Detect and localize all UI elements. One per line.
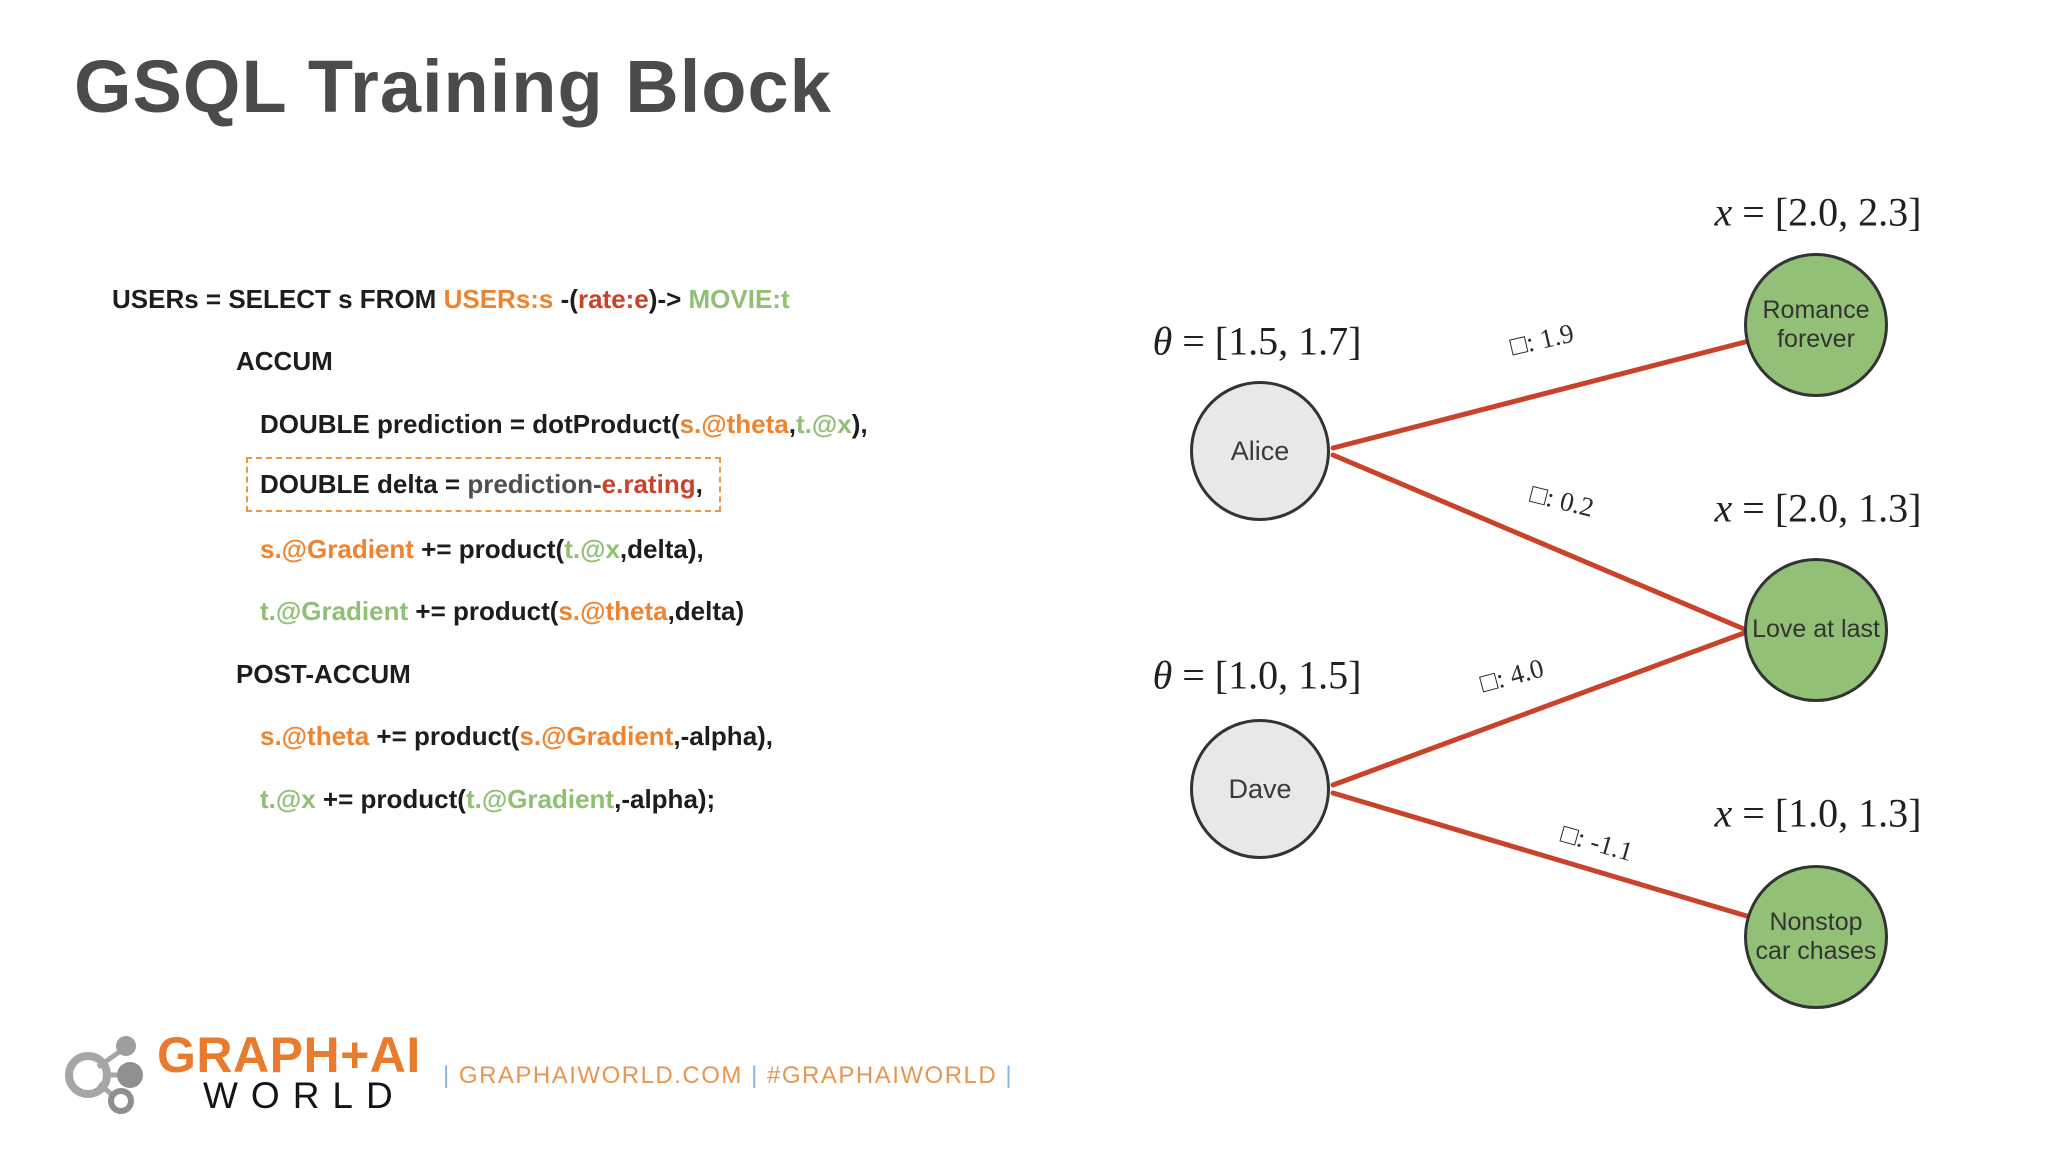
code-token: t.@Gradient [260, 596, 409, 626]
param-value: = [1.0, 1.3] [1742, 790, 1922, 836]
code-line-7: s.@theta += product(s.@Gradient,-alpha), [260, 721, 773, 752]
param-value: = [1.0, 1.5] [1182, 652, 1362, 698]
code-token: s.@theta [558, 596, 668, 626]
delta-highlight-box: DOUBLE delta = prediction-e.rating, [246, 457, 721, 512]
param-variable: θ [1152, 318, 1173, 364]
code-token: t.@Gradient [465, 784, 615, 814]
footer-pipe: | [443, 1062, 459, 1089]
code-token: += product( [408, 596, 559, 626]
code-token: )-> [648, 284, 689, 314]
logo-world-text: WORLD [203, 1075, 406, 1116]
footer-pipe: | [742, 1062, 767, 1089]
edge-rating-label-3: □: -1.1 [1557, 817, 1637, 868]
code-token: , [695, 469, 703, 499]
code-token: , [788, 409, 796, 439]
param-variable: x [1714, 790, 1733, 836]
code-token: ,delta) [667, 596, 745, 626]
code-token: DOUBLE delta = [260, 469, 468, 499]
edge-rating-label-2: □: 4.0 [1476, 652, 1547, 699]
code-token: ,-alpha), [673, 721, 774, 751]
param-variable: x [1714, 485, 1733, 531]
code-line-4: s.@Gradient += product(t.@x,delta), [260, 534, 704, 565]
param-value: = [2.0, 2.3] [1742, 189, 1922, 235]
param-label-romance-forever: x = [2.0, 2.3] [1715, 189, 1922, 236]
footer-pipe: | [997, 1062, 1014, 1089]
code-token: s.@Gradient [260, 534, 414, 564]
logo-graph-ai-text: GRAPH+AI [157, 1027, 421, 1083]
node-dave: Dave [1190, 719, 1330, 859]
code-token: ACCUM [236, 346, 333, 376]
code-line-6: POST-ACCUM [236, 659, 411, 690]
code-token: += product( [369, 721, 520, 751]
footer-link: GRAPHAIWORLD.COM [458, 1062, 743, 1089]
code-token: t.@x [796, 409, 852, 439]
param-variable: x [1714, 189, 1733, 235]
code-token: s.@theta [260, 721, 370, 751]
node-label: Love at last [1752, 615, 1880, 644]
node-nonstop-car-chases: Nonstop car chases [1744, 865, 1888, 1009]
code-token: ,-alpha); [614, 784, 716, 814]
node-love-at-last: Love at last [1744, 558, 1888, 702]
code-line-1: ACCUM [236, 346, 333, 377]
node-label: Alice [1230, 435, 1290, 466]
node-label: Romance forever [1762, 295, 1870, 354]
code-token: e.rating [601, 469, 696, 499]
code-token: t.@x [564, 534, 620, 564]
code-token: DOUBLE prediction = dotProduct( [260, 409, 680, 439]
code-token: ,delta), [619, 534, 704, 564]
code-token: POST-ACCUM [236, 659, 411, 689]
page-title: GSQL Training Block [74, 45, 832, 128]
code-token: += product( [413, 534, 565, 564]
code-token: += product( [315, 784, 466, 814]
node-romance-forever: Romance forever [1744, 253, 1888, 397]
code-token: ), [851, 409, 868, 439]
code-token: s.@Gradient [519, 721, 674, 751]
edge-rating-label-1: □: 0.2 [1527, 478, 1597, 523]
node-label: Nonstop car chases [1755, 907, 1877, 966]
node-alice: Alice [1190, 381, 1330, 521]
param-label-alice: θ = [1.5, 1.7] [1153, 318, 1362, 365]
code-line-5: t.@Gradient += product(s.@theta,delta) [260, 596, 744, 627]
edge-3 [1330, 790, 1753, 920]
param-value: = [2.0, 1.3] [1742, 485, 1922, 531]
param-label-dave: θ = [1.0, 1.5] [1153, 652, 1362, 699]
code-token: t.@x [260, 784, 316, 814]
code-token: prediction- [467, 469, 602, 499]
edge-0 [1330, 338, 1752, 451]
param-label-love-at-last: x = [2.0, 1.3] [1715, 485, 1922, 532]
code-token: -( [553, 284, 578, 314]
code-token: s.@theta [679, 409, 789, 439]
code-line-8: t.@x += product(t.@Gradient,-alpha); [260, 784, 715, 815]
param-label-nonstop-car-chases: x = [1.0, 1.3] [1715, 790, 1922, 837]
code-token: USERs:s [443, 284, 554, 314]
edge-rating-label-0: □: 1.9 [1507, 317, 1577, 362]
param-variable: θ [1152, 652, 1173, 698]
param-value: = [1.5, 1.7] [1182, 318, 1362, 364]
footer-link: #GRAPHAIWORLD [767, 1062, 998, 1089]
node-label: Dave [1228, 773, 1292, 804]
code-token: USERs = SELECT s FROM [112, 284, 444, 314]
code-line-0: USERs = SELECT s FROM USERs:s -(rate:e)-… [112, 284, 790, 315]
graph-network-icon [65, 1036, 143, 1114]
code-line-2: DOUBLE prediction = dotProduct(s.@theta,… [260, 409, 868, 440]
code-token: rate:e [577, 284, 649, 314]
code-token: MOVIE:t [688, 284, 790, 314]
footer-links: | GRAPHAIWORLD.COM | #GRAPHAIWORLD | [443, 1062, 1013, 1090]
code-line-3: DOUBLE delta = prediction-e.rating, [246, 457, 721, 512]
